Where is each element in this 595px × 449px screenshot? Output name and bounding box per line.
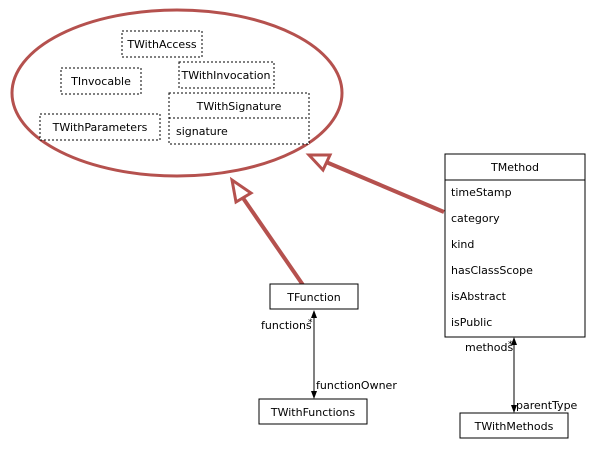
- trait-twithsignature-attr: signature: [176, 125, 228, 138]
- inherit-line-tfunction: [241, 196, 305, 287]
- assoc-arrowhead-down: [511, 405, 517, 413]
- role-parenttype: parentType: [516, 399, 578, 412]
- trait-twithaccess[interactable]: TWithAccess: [121, 30, 203, 58]
- inherit-line-tmethod: [325, 160, 445, 214]
- trait-twithsignature[interactable]: TWithSignature signature: [168, 92, 310, 145]
- inherit-arrowhead-tmethod: [305, 153, 333, 173]
- assoc-arrowhead-up: [311, 310, 317, 318]
- trait-twithinvocation[interactable]: TWithInvocation: [178, 61, 275, 89]
- inherit-arrowhead-tfunction: [229, 176, 254, 205]
- class-twithmethods[interactable]: TWithMethods: [459, 412, 569, 439]
- tmethod-attr: category: [451, 212, 500, 225]
- class-twithfunctions-title: TWithFunctions: [270, 406, 355, 419]
- trait-twithparameters-label: TWithParameters: [52, 121, 148, 134]
- assoc-arrowhead-down: [311, 391, 317, 399]
- role-functions: functions: [261, 319, 312, 332]
- tmethod-attr: isPublic: [451, 316, 492, 329]
- trait-twithinvocation-label: TWithInvocation: [180, 69, 270, 82]
- tmethod-attr: hasClassScope: [451, 264, 533, 277]
- trait-twithsignature-label: TWithSignature: [196, 100, 282, 113]
- class-tfunction[interactable]: TFunction: [269, 283, 359, 310]
- role-methods: methods: [465, 341, 513, 354]
- class-tfunction-title: TFunction: [286, 291, 341, 304]
- class-twithfunctions[interactable]: TWithFunctions: [258, 398, 368, 425]
- class-tmethod-title: TMethod: [490, 161, 539, 174]
- trait-twithparameters[interactable]: TWithParameters: [39, 113, 161, 141]
- trait-group-ellipse: [10, 8, 344, 178]
- tmethod-attr: isAbstract: [451, 290, 507, 303]
- trait-tinvocable-label: TInvocable: [70, 75, 131, 88]
- tmethod-attr: kind: [451, 238, 474, 251]
- role-functionowner: functionOwner: [316, 379, 397, 392]
- assoc-arrowhead-up: [511, 337, 517, 345]
- class-twithmethods-title: TWithMethods: [474, 420, 554, 433]
- tmethod-attr: timeStamp: [451, 186, 512, 199]
- mult-functions: *: [308, 318, 313, 328]
- trait-tinvocable[interactable]: TInvocable: [60, 67, 142, 95]
- class-tmethod[interactable]: TMethod timeStamp category kind hasClass…: [444, 153, 586, 338]
- mult-methods: *: [508, 340, 513, 350]
- trait-twithaccess-label: TWithAccess: [126, 38, 197, 51]
